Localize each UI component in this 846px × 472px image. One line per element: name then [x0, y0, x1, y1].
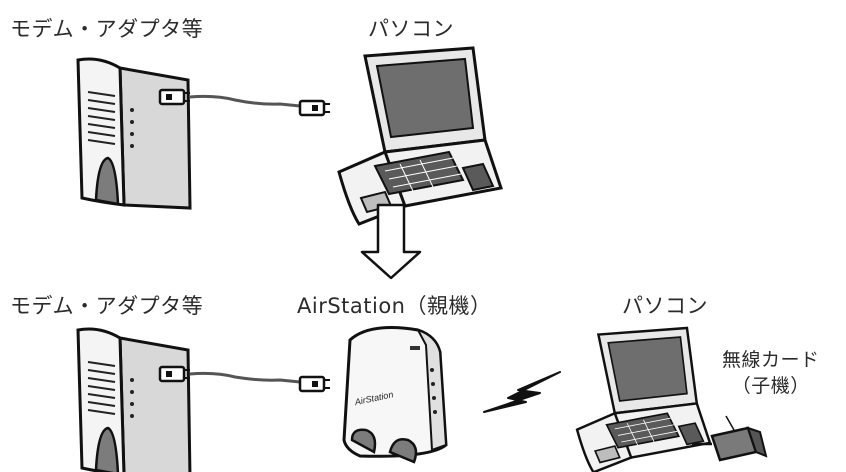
wireless-card: [692, 415, 768, 462]
bottom-laptop: [575, 326, 712, 472]
top-cable: [158, 88, 332, 117]
top-pc-label: パソコン: [368, 17, 454, 41]
wireless-card-label-line1: 無線カード: [722, 349, 820, 371]
wireless-card-label-line2: （子機）: [731, 375, 810, 397]
card-pointer-line: [725, 415, 735, 431]
down-arrow: [360, 203, 422, 280]
bottom-pc-label: パソコン: [622, 294, 708, 318]
airstation-router: AirStation: [342, 326, 448, 464]
top-modem-label: モデム・アダプタ等: [10, 17, 204, 41]
top-modem: [76, 57, 192, 210]
wireless-signal-bolt: [483, 371, 561, 413]
bottom-cable: [158, 365, 332, 393]
top-laptop: [337, 46, 503, 226]
airstation-label: AirStation（親機）: [297, 294, 492, 318]
bottom-modem-label: モデム・アダプタ等: [10, 294, 204, 318]
wireless-card-label: 無線カード （子機）: [722, 347, 820, 399]
bottom-modem: [76, 327, 192, 472]
